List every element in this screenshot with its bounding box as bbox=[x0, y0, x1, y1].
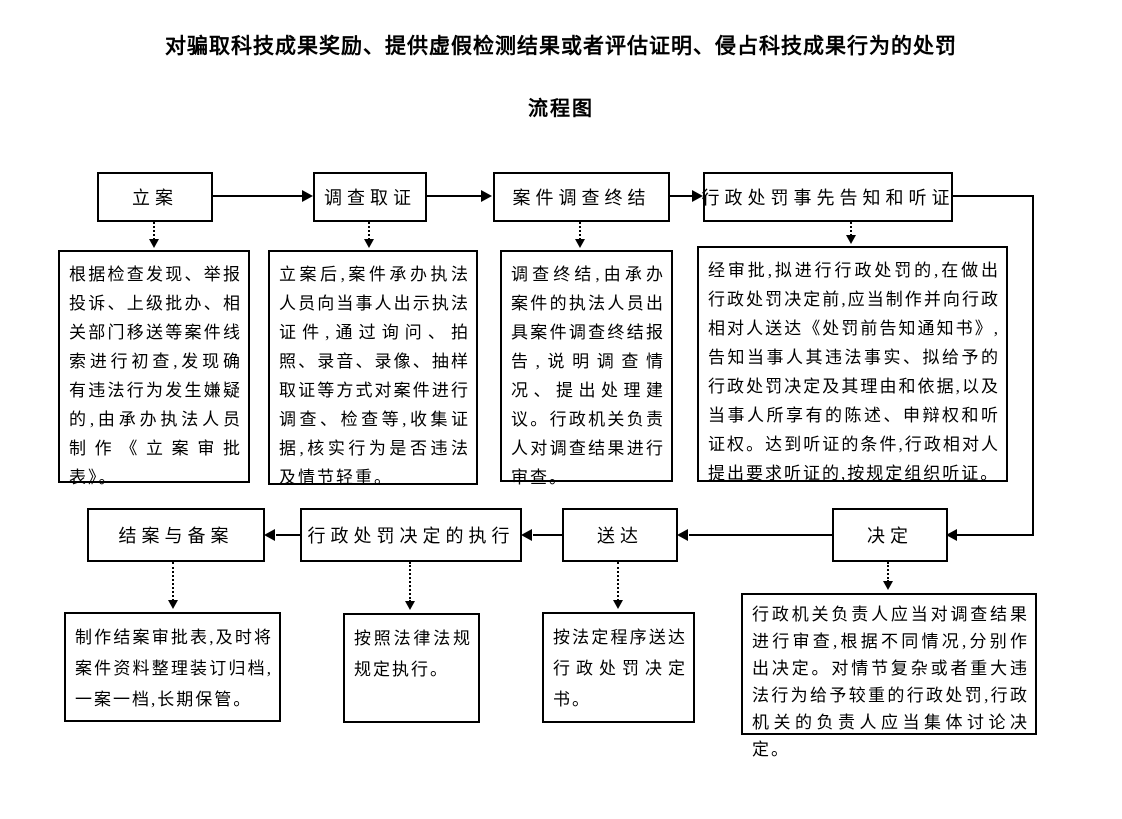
step-prior-notice-hearing-label: 行政处罚事先告知和听证 bbox=[701, 188, 955, 208]
dotted-arrow-decision-line bbox=[887, 562, 889, 582]
step-delivery-label: 送达 bbox=[597, 526, 643, 546]
arrow-filing-to-investigation-head-icon bbox=[302, 190, 313, 202]
step-delivery: 送达 bbox=[562, 508, 678, 562]
arrow-investigation-to-conclusion-head-icon bbox=[481, 190, 492, 202]
desc-closing-archiving-text: 制作结案审批表,及时将案件资料整理装订归档,一案一档,长期保管。 bbox=[75, 628, 273, 709]
step-closing-archiving: 结案与备案 bbox=[87, 508, 265, 562]
arrow-conclusion-to-notice-line bbox=[670, 195, 693, 197]
desc-filing-text: 根据检查发现、举报投诉、上级批办、相关部门移送等案件线索进行初查,发现确有违法行… bbox=[69, 265, 242, 487]
dotted-arrow-investigation-head-icon bbox=[364, 239, 374, 248]
desc-penalty-execution-text: 按照法律法规规定执行。 bbox=[354, 629, 472, 679]
desc-investigation-evidence: 立案后,案件承办执法人员向当事人出示执法证件,通过询问、拍照、录音、录像、抽样取… bbox=[268, 250, 478, 487]
dotted-arrow-filing-head-icon bbox=[149, 239, 159, 248]
dotted-arrow-closing-line bbox=[172, 562, 174, 601]
desc-decision-text: 行政机关负责人应当对调查结果进行审查,根据不同情况,分别作出决定。对情节复杂或者… bbox=[752, 605, 1029, 759]
dotted-arrow-conclusion-head-icon bbox=[575, 239, 585, 248]
dotted-arrow-filing-line bbox=[153, 222, 155, 240]
step-penalty-execution-label: 行政处罚决定的执行 bbox=[307, 526, 515, 546]
page-subtitle: 流程图 bbox=[528, 98, 594, 120]
arrow-decision-to-delivery-head-icon bbox=[677, 529, 688, 541]
page-title: 对骗取科技成果奖励、提供虚假检测结果或者评估证明、侵占科技成果行为的处罚 bbox=[165, 34, 957, 58]
arrow-decision-to-delivery-line bbox=[689, 534, 832, 536]
dotted-arrow-investigation-line bbox=[368, 222, 370, 240]
connector-notice-to-decision-head-icon bbox=[946, 529, 957, 541]
arrow-conclusion-to-notice-head-icon bbox=[692, 190, 703, 202]
step-investigation-conclusion: 案件调查终结 bbox=[493, 172, 670, 222]
dotted-arrow-delivery-line bbox=[617, 562, 619, 601]
desc-decision: 行政机关负责人应当对调查结果进行审查,根据不同情况,分别作出决定。对情节复杂或者… bbox=[741, 593, 1037, 759]
desc-investigation-conclusion-text: 调查终结,由承办案件的执法人员出具案件调查终结报告,说明调查情况、提出处理建议。… bbox=[511, 265, 665, 487]
arrow-investigation-to-conclusion-line bbox=[427, 195, 482, 197]
desc-closing-archiving: 制作结案审批表,及时将案件资料整理装订归档,一案一档,长期保管。 bbox=[64, 612, 281, 722]
arrow-execution-to-closing-head-icon bbox=[264, 529, 275, 541]
arrow-execution-to-closing-line bbox=[276, 534, 300, 536]
desc-prior-notice-hearing: 经审批,拟进行行政处罚的,在做出行政处罚决定前,应当制作并向行政相对人送达《处罚… bbox=[697, 246, 1008, 483]
dotted-arrow-notice-head-icon bbox=[846, 235, 856, 244]
desc-penalty-execution: 按照法律法规规定执行。 bbox=[343, 613, 480, 723]
arrow-delivery-to-execution-line bbox=[533, 534, 562, 536]
step-decision: 决定 bbox=[832, 508, 948, 562]
desc-investigation-evidence-text: 立案后,案件承办执法人员向当事人出示执法证件,通过询问、拍照、录音、录像、抽样取… bbox=[279, 265, 470, 487]
desc-investigation-conclusion: 调查终结,由承办案件的执法人员出具案件调查终结报告,说明调查情况、提出处理建议。… bbox=[500, 250, 673, 487]
step-prior-notice-hearing: 行政处罚事先告知和听证 bbox=[701, 172, 955, 222]
connector-notice-to-decision-top-line bbox=[951, 195, 1034, 197]
desc-filing: 根据检查发现、举报投诉、上级批办、相关部门移送等案件线索进行初查,发现确有违法行… bbox=[58, 250, 250, 487]
arrow-delivery-to-execution-head-icon bbox=[521, 529, 532, 541]
connector-notice-to-decision-vertical-line bbox=[1032, 195, 1034, 536]
step-closing-archiving-label: 结案与备案 bbox=[118, 526, 234, 546]
step-filing: 立案 bbox=[97, 172, 213, 222]
dotted-arrow-delivery-head-icon bbox=[613, 600, 623, 609]
dotted-arrow-execution-line bbox=[409, 562, 411, 602]
step-investigation-evidence: 调查取证 bbox=[313, 172, 427, 222]
step-investigation-evidence-label: 调查取证 bbox=[324, 188, 416, 208]
desc-delivery-text: 按法定程序送达行政处罚决定书。 bbox=[553, 628, 687, 709]
connector-notice-to-decision-bottom-line bbox=[957, 534, 1034, 536]
desc-delivery: 按法定程序送达行政处罚决定书。 bbox=[542, 612, 695, 723]
desc-prior-notice-hearing-text: 经审批,拟进行行政处罚的,在做出行政处罚决定前,应当制作并向行政相对人送达《处罚… bbox=[708, 261, 1000, 483]
arrow-filing-to-investigation-line bbox=[213, 195, 303, 197]
dotted-arrow-execution-head-icon bbox=[405, 601, 415, 610]
dotted-arrow-conclusion-line bbox=[579, 222, 581, 240]
dotted-arrow-closing-head-icon bbox=[168, 600, 178, 609]
step-investigation-conclusion-label: 案件调查终结 bbox=[512, 188, 651, 208]
dotted-arrow-notice-line bbox=[850, 222, 852, 236]
dotted-arrow-decision-head-icon bbox=[883, 581, 893, 590]
step-filing-label: 立案 bbox=[132, 188, 178, 208]
step-penalty-execution: 行政处罚决定的执行 bbox=[300, 508, 522, 562]
step-decision-label: 决定 bbox=[867, 526, 913, 546]
